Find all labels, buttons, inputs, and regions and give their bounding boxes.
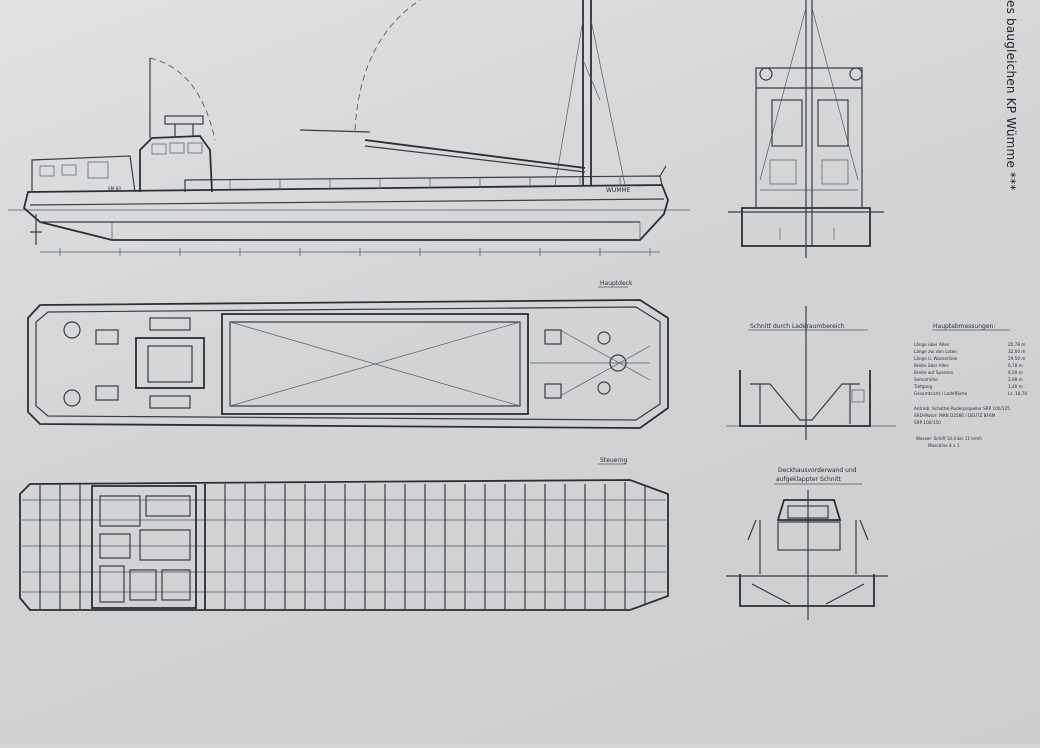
- floor-view-label: Steuerng: [600, 457, 628, 464]
- spec-table: Hauptabmessungen: Länge über Alles 20,78…: [913, 323, 1028, 448]
- end-view: [728, 0, 884, 258]
- spec-row-label: Länge über Alles: [914, 342, 949, 347]
- spec-row-label: Gesamtsicht / Ladefläche: [914, 391, 968, 396]
- header-note: es baugleichen KP Wümme ***: [1004, 0, 1018, 191]
- speed-line: Wasser: Schiff 10,4 bis 11 km/h: [916, 436, 982, 441]
- spec-row-value: 6,78 m: [1008, 363, 1023, 368]
- wheelhouse-section-title-2: aufgeklappter Schnitt: [776, 476, 842, 483]
- spec-row-label: Seitenhöhe: [914, 377, 938, 382]
- spec-row-value: 1,40 m: [1008, 384, 1023, 389]
- spec-note: SRD-Motor: MAN D2566 / DEUTZ BF6M: [914, 413, 996, 418]
- cargo-section: Schnitt durch Laderaumbereich: [726, 306, 896, 440]
- cargo-section-title: Schnitt durch Laderaumbereich: [750, 323, 845, 330]
- spec-row-value: 20,78 m: [1008, 342, 1025, 347]
- spec-row-value: Ls. 18,70: [1008, 391, 1028, 396]
- spec-row-label: Breite auf Spanten: [914, 370, 954, 375]
- spec-row-label: Tiefgang: [913, 384, 933, 389]
- spec-row-value: 2,98 m: [1008, 377, 1023, 382]
- ship-name-label: WÜMME: [606, 187, 631, 194]
- speed-line: Maschine 4 x 1: [928, 443, 960, 448]
- wheelhouse-section-title-1: Deckhausvorderwand und: [778, 467, 857, 474]
- wheelhouse-section: Deckhausvorderwand und aufgeklappter Sch…: [726, 467, 888, 620]
- spec-row-label: Breite über Alles: [914, 363, 949, 368]
- spec-rows: Länge über Alles 20,78 m Länge zw. den L…: [913, 342, 1028, 396]
- spec-row-label: Länge ü. Wasserlinie: [914, 356, 958, 361]
- spec-row-label: Länge zw. den Loten: [914, 349, 957, 354]
- spec-row-value: 29,50 m: [1008, 356, 1025, 361]
- spec-row-value: 6,50 m: [1008, 370, 1023, 375]
- spec-note: Antrieb: Schottel-Ruderpropeller SRP 100…: [914, 406, 1010, 411]
- side-elevation: WÜMME SM 83: [8, 0, 690, 256]
- spec-row-value: 32,60 m: [1008, 349, 1025, 354]
- spec-table-title: Hauptabmessungen:: [933, 323, 995, 330]
- floor-plan: Steuerng: [19, 457, 669, 611]
- spec-note: SRP 100/150: [914, 420, 941, 425]
- hull-plate-label: SM 83: [108, 186, 121, 191]
- deck-plan: Hauptdeck: [27, 280, 669, 429]
- deck-view-label: Hauptdeck: [600, 280, 633, 287]
